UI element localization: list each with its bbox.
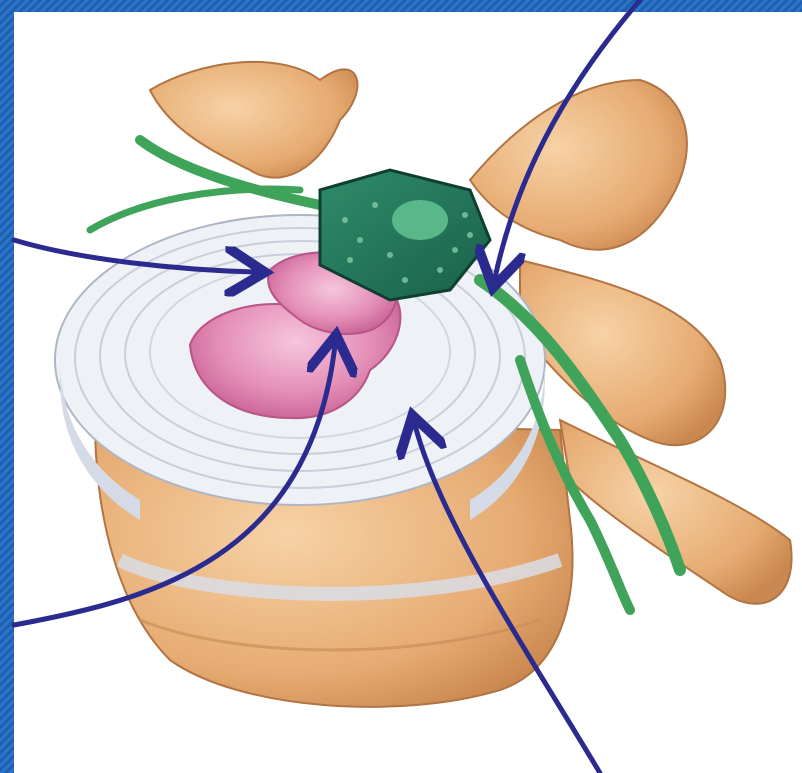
left-frame-strip xyxy=(0,0,14,773)
top-frame-strip xyxy=(0,0,802,12)
